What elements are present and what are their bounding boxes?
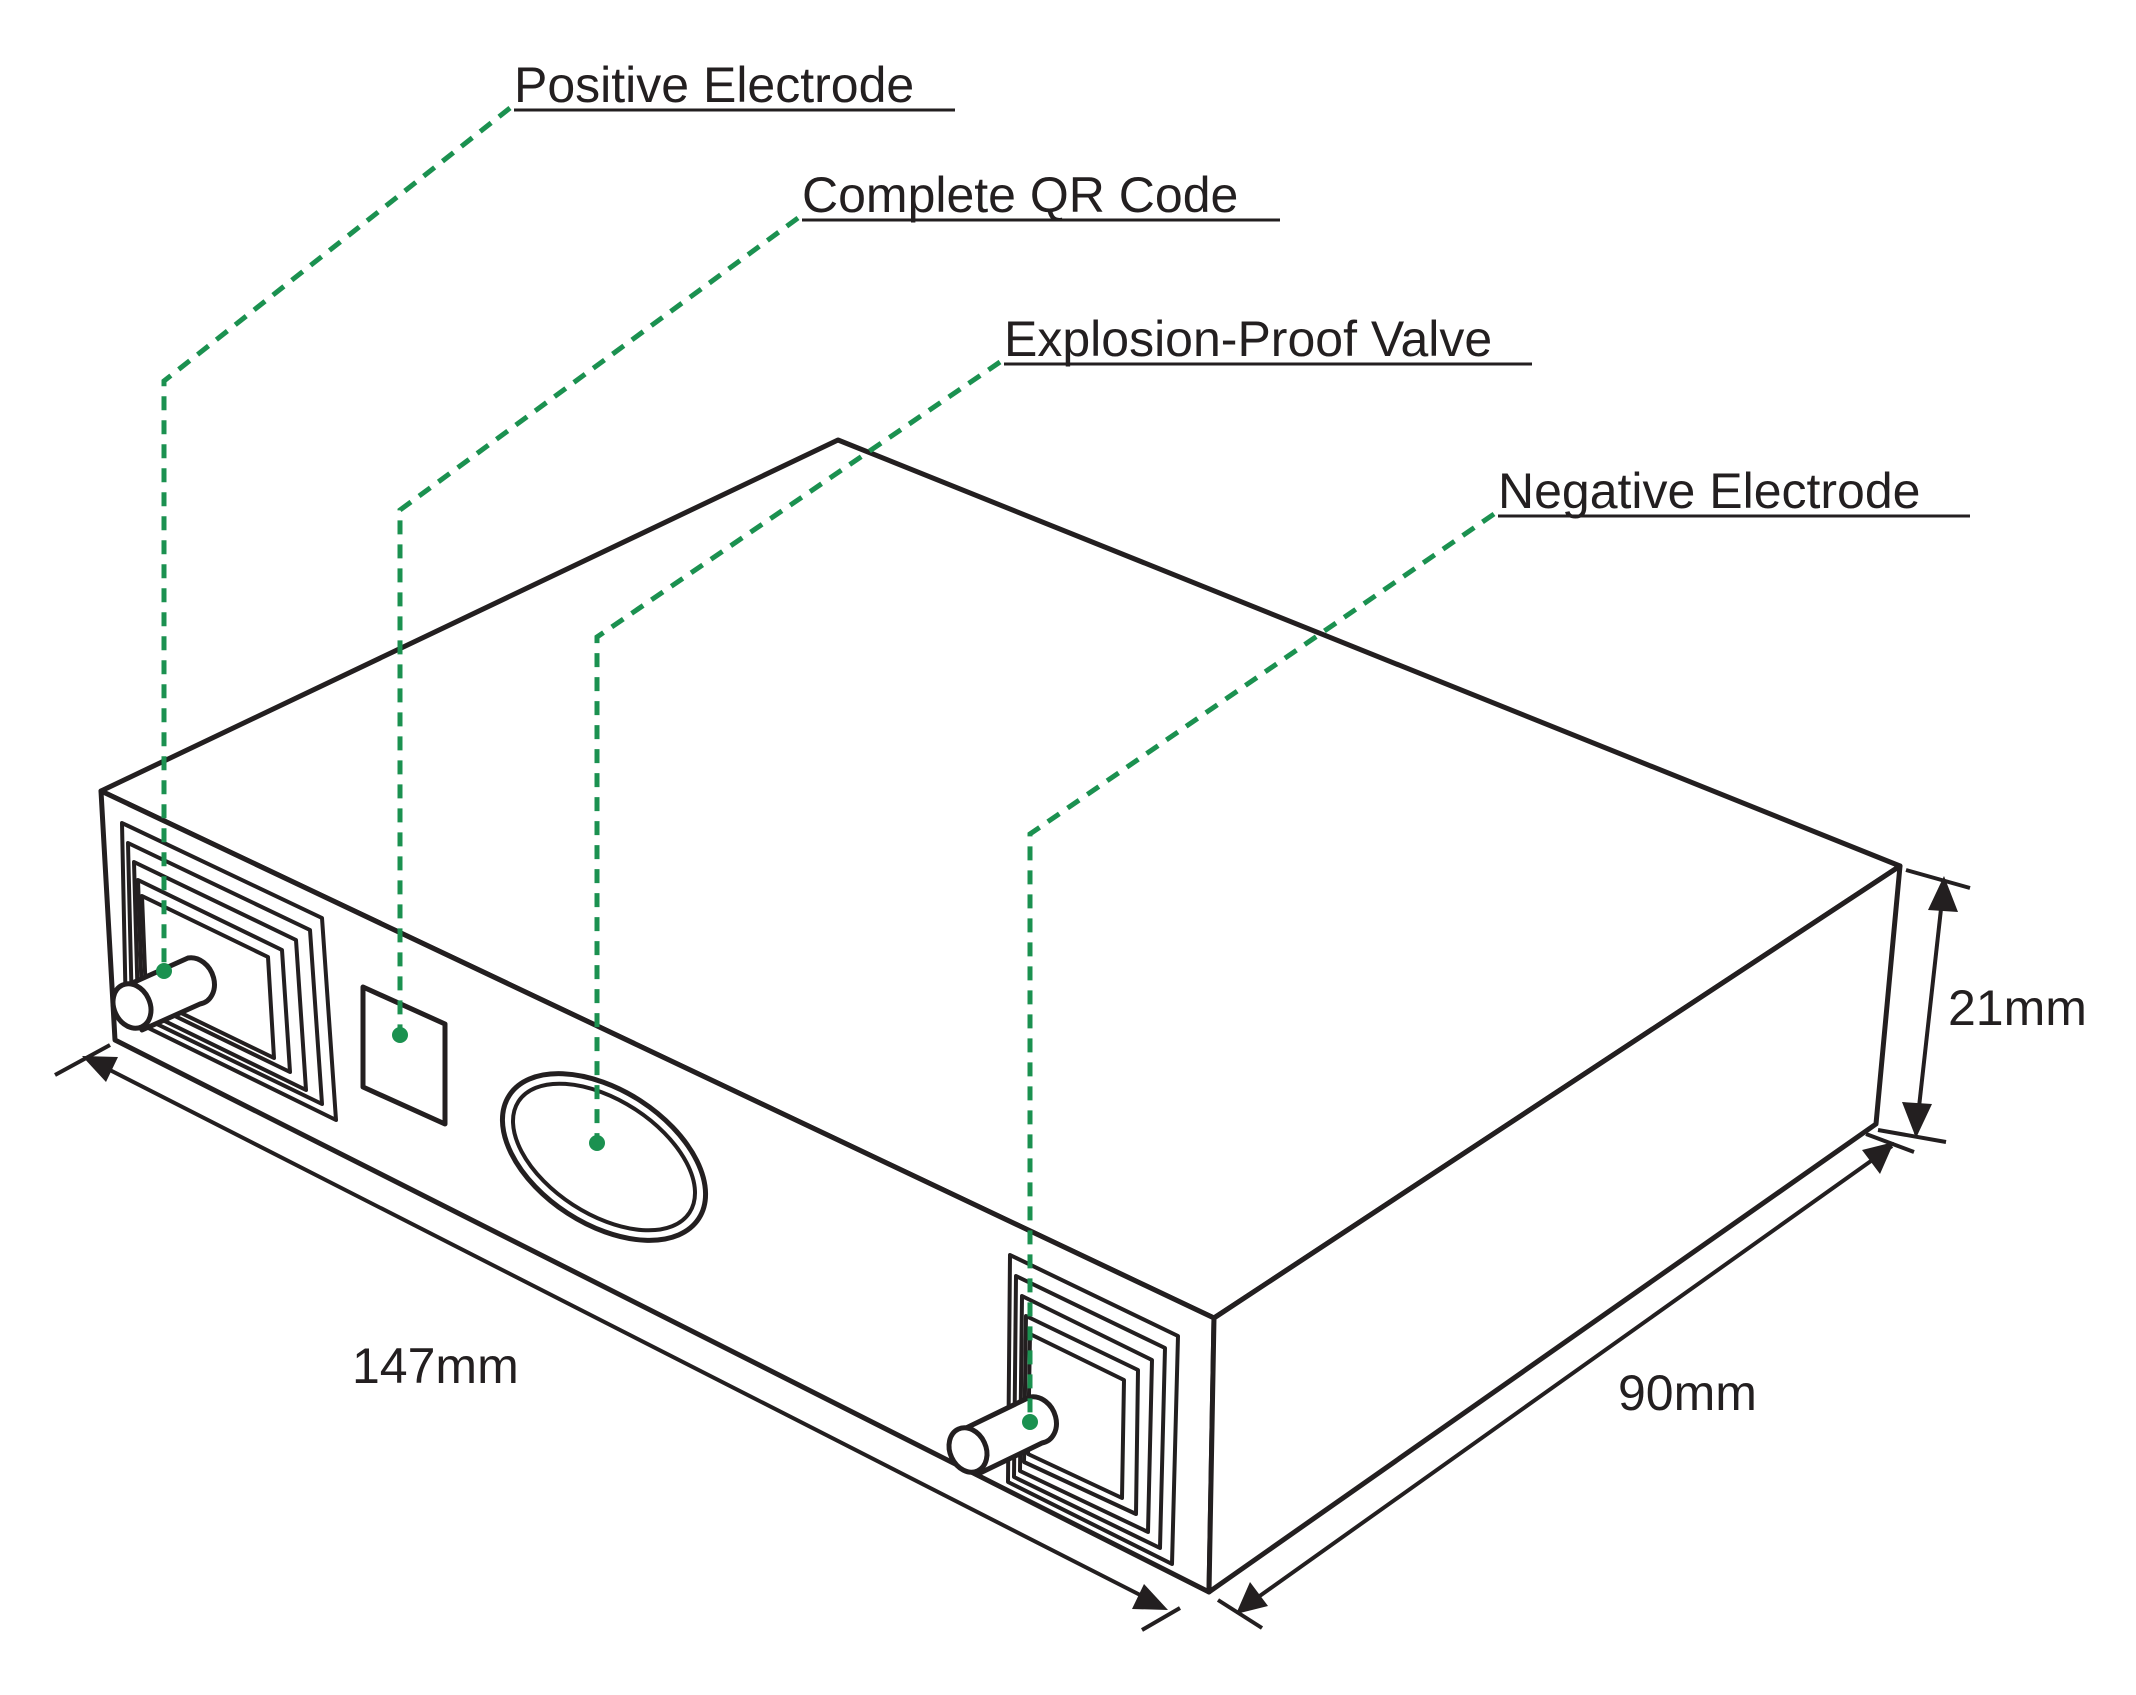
width-line	[1238, 1144, 1894, 1612]
width-arrow-top	[1862, 1142, 1894, 1174]
terminal-frame-inner	[140, 894, 276, 1060]
label-width: 90mm	[1618, 1365, 1757, 1421]
dimension-length: 147mm	[54, 1043, 1182, 1632]
height-line	[1914, 881, 1946, 1135]
dot-qr	[392, 1027, 408, 1043]
negative-terminal	[946, 1253, 1180, 1566]
terminal-frame-2	[126, 841, 324, 1106]
qr-code-square	[360, 984, 448, 1127]
dot-valve	[589, 1135, 605, 1151]
positive-terminal	[110, 821, 338, 1122]
label-negative-electrode: Negative Electrode	[1498, 463, 1920, 519]
callout-labels: Positive Electrode Complete QR Code Expl…	[514, 57, 1970, 519]
label-qr-code: Complete QR Code	[802, 167, 1238, 223]
height-arrow-top	[1928, 876, 1958, 912]
front-top-edge	[99, 789, 1216, 1320]
positive-pin	[110, 955, 217, 1033]
label-positive-electrode: Positive Electrode	[514, 57, 914, 113]
label-explosion-proof-valve: Explosion-Proof Valve	[1004, 311, 1492, 367]
label-length: 147mm	[352, 1338, 519, 1394]
leader-positive	[161, 106, 512, 971]
terminal-frame-3	[132, 860, 308, 1092]
height-ext-top	[1905, 868, 1971, 890]
length-ext-left	[54, 1043, 111, 1077]
height-arrow-bottom	[1902, 1102, 1932, 1138]
leader-valve	[594, 359, 1002, 1143]
corner-edge	[1207, 1316, 1216, 1594]
width-ext-bottom	[1216, 1598, 1264, 1630]
terminal-frame-outer	[120, 821, 338, 1122]
length-arrow-right	[1132, 1584, 1168, 1610]
dimension-height: 21mm	[1877, 868, 2087, 1144]
terminal-frame-4	[136, 878, 292, 1074]
leader-negative	[1027, 511, 1496, 1422]
label-height: 21mm	[1948, 980, 2087, 1036]
height-ext-bottom	[1877, 1128, 1947, 1144]
explosion-proof-valve	[499, 1071, 709, 1243]
length-ext-right	[1140, 1606, 1182, 1632]
length-arrow-left	[82, 1056, 118, 1082]
dot-negative	[1022, 1414, 1038, 1430]
leader-qr	[397, 215, 800, 1035]
length-line	[99, 1063, 1151, 1602]
dimension-width: 90mm	[1216, 1132, 1915, 1630]
dot-positive	[156, 963, 172, 979]
right-top-edge	[1212, 864, 1902, 1320]
leader-lines	[156, 106, 1496, 1430]
width-arrow-bottom	[1236, 1582, 1268, 1614]
